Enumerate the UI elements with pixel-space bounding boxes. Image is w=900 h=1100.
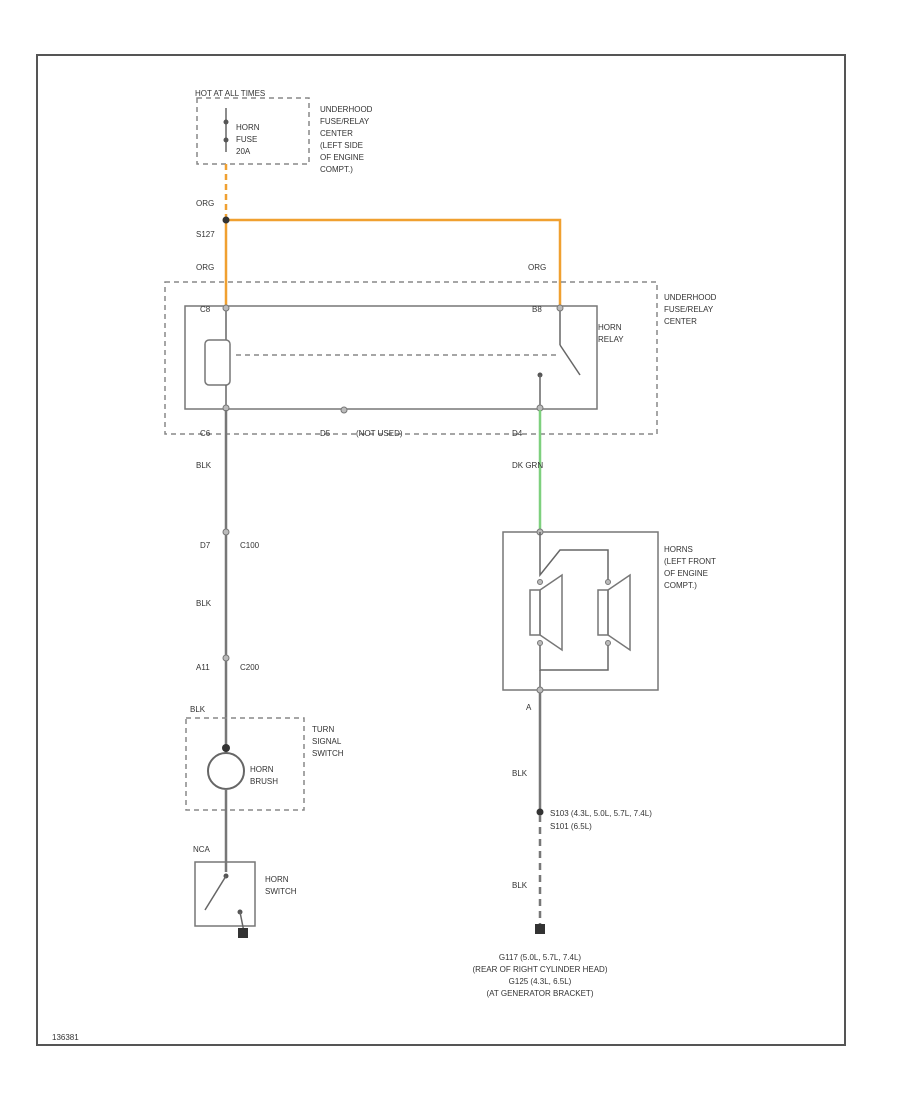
horn-2-pin-bottom [605, 640, 611, 646]
horn-switch-ground-icon [238, 928, 248, 938]
blk-label-1: BLK [196, 461, 212, 470]
relay-center-label-1: UNDERHOOD [664, 293, 717, 302]
c100-pin-label: D7 [200, 541, 211, 550]
org-wire-right [226, 218, 562, 308]
splice-label: S127 [196, 230, 215, 239]
pin-d5 [340, 406, 348, 414]
horn-brush-icon [207, 752, 245, 790]
connector-c200-pin [222, 654, 230, 662]
horn-2-body [597, 589, 609, 636]
horn-relay-box [184, 305, 598, 410]
connector-c100-pin [222, 528, 230, 536]
horn-2-pin-top [605, 579, 611, 585]
horns-box [502, 531, 659, 691]
fuse-name-label: HORN [236, 123, 260, 132]
fuse-center-label-6: COMPT.) [320, 165, 353, 174]
pin-b8 [556, 304, 564, 312]
horns-pin-a-label: A [526, 703, 532, 712]
turn-signal-switch-outline [185, 717, 305, 811]
blk-ground-label: BLK [512, 881, 528, 890]
pin-b8-label: B8 [532, 305, 542, 314]
horn-switch-arm [204, 875, 227, 911]
c200-label: C200 [240, 663, 260, 672]
horn-brush-label-2: BRUSH [250, 777, 278, 786]
blk-label-2: BLK [196, 599, 212, 608]
horn-switch-label-2: SWITCH [265, 887, 297, 896]
horn-relay-label-2: RELAY [598, 335, 624, 344]
org-left-label: ORG [196, 263, 214, 272]
fuse-rating-label: 20A [236, 147, 251, 156]
turn-signal-label-3: SWITCH [312, 749, 344, 758]
horns-label-3: OF ENGINE [664, 569, 708, 578]
relay-contact-arm [559, 344, 581, 376]
horn-1-pin-top [537, 579, 543, 585]
c100-label: C100 [240, 541, 260, 550]
horn-switch-label-1: HORN [265, 875, 289, 884]
ground-label-2: (REAR OF RIGHT CYLINDER HEAD) [473, 965, 608, 974]
horns-label-2: (LEFT FRONT [664, 557, 716, 566]
relay-center-label-3: CENTER [664, 317, 697, 326]
horn-relay-label-1: HORN [598, 323, 622, 332]
ground-label-4: (AT GENERATOR BRACKET) [487, 989, 594, 998]
horn-1-body [529, 589, 541, 636]
ground-label-3: G125 (4.3L, 6.5L) [509, 977, 572, 986]
ground-label-1: G117 (5.0L, 5.7L, 7.4L) [499, 953, 581, 962]
horn-switch-box [194, 861, 256, 927]
turn-signal-label-1: TURN [312, 725, 334, 734]
horn-brush-contact [222, 744, 230, 752]
turn-signal-blk-label: BLK [190, 705, 206, 714]
fuse-center-label-5: OF ENGINE [320, 153, 364, 162]
pin-c8-label: C8 [200, 305, 211, 314]
horn-1-pin-bottom [537, 640, 543, 646]
horns-feed-wire [539, 532, 609, 582]
not-used-label: (NOT USED) [356, 429, 403, 438]
horns-label-1: HORNS [664, 545, 693, 554]
horns-pin-a [536, 686, 544, 694]
fuse-sub-label: FUSE [236, 135, 257, 144]
splice-s103 [536, 808, 544, 816]
relay-coil [204, 339, 231, 386]
relay-center-outline [164, 281, 658, 435]
pin-c6-label: C6 [200, 429, 211, 438]
fuse-terminal-top [223, 119, 229, 125]
fuse-center-label-1: UNDERHOOD [320, 105, 373, 114]
c200-pin-label: A11 [196, 663, 210, 672]
pin-d5-label: D5 [320, 429, 331, 438]
fuse-center-label-4: (LEFT SIDE [320, 141, 363, 150]
figure-id: 136381 [52, 1033, 79, 1042]
fuse-center-label-2: FUSE/RELAY [320, 117, 370, 126]
nca-label: NCA [193, 845, 211, 854]
org-right-label: ORG [528, 263, 546, 272]
pin-d4-label: D4 [512, 429, 523, 438]
blk-horn-label: BLK [512, 769, 528, 778]
splice-s127 [222, 216, 230, 224]
s101-label: S101 (6.5L) [550, 822, 592, 831]
horn-brush-label-1: HORN [250, 765, 274, 774]
horns-label-4: COMPT.) [664, 581, 697, 590]
diagram-border [36, 54, 846, 1046]
hot-at-all-times-label: HOT AT ALL TIMES [195, 89, 265, 98]
s103-label: S103 (4.3L, 5.0L, 5.7L, 7.4L) [550, 809, 652, 818]
pin-c8 [222, 304, 230, 312]
fuse-block-outline [196, 97, 310, 165]
fuse-center-label-3: CENTER [320, 129, 353, 138]
ground-icon [535, 924, 545, 934]
dk-grn-label: DK GRN [512, 461, 543, 470]
horn-1-icon [539, 573, 563, 652]
relay-center-label-2: FUSE/RELAY [664, 305, 714, 314]
org-top-label: ORG [196, 199, 214, 208]
fuse-terminal-bottom [223, 137, 229, 143]
turn-signal-label-2: SIGNAL [312, 737, 342, 746]
horns-return-wire [539, 645, 609, 671]
horn-2-icon [607, 573, 631, 652]
